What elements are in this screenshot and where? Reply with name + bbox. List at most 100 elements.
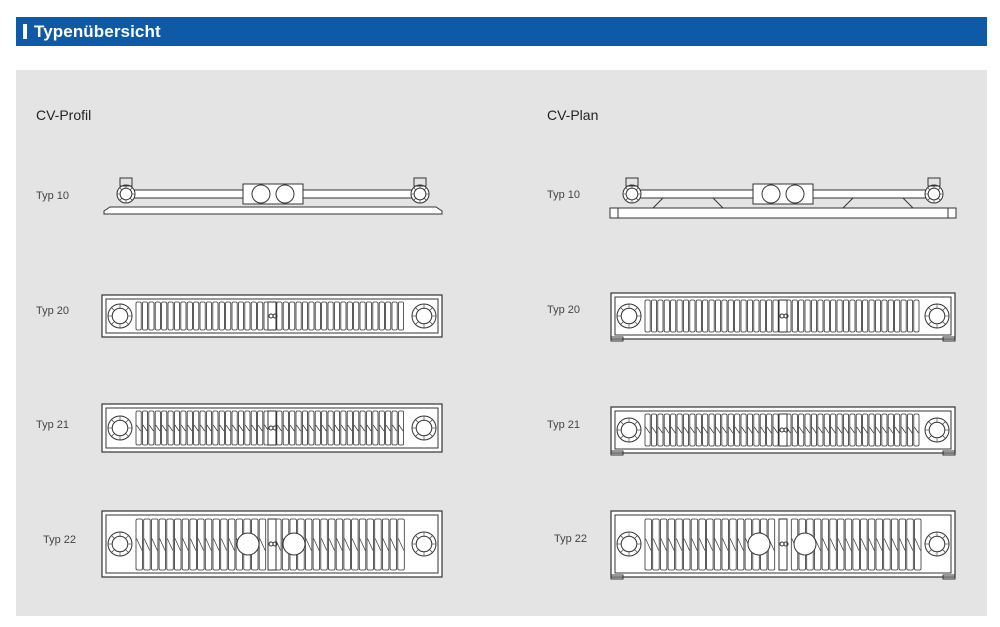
- valve-tick: [129, 197, 133, 201]
- convector-fin: [837, 518, 845, 571]
- fin-diagonal: [658, 426, 663, 434]
- convector-fin: [727, 299, 734, 333]
- center-bracket: [242, 183, 304, 205]
- convector-fin: [328, 518, 336, 571]
- convector-fin: [148, 410, 155, 446]
- convector-fin: [358, 518, 367, 571]
- fin-diagonal: [347, 424, 353, 432]
- convector-fin: [683, 518, 691, 571]
- convector-fin: [652, 518, 660, 571]
- convector-fin: [906, 299, 913, 333]
- fin-diagonal: [136, 424, 141, 432]
- fin-diagonal: [302, 424, 308, 432]
- connection-stub: [119, 177, 133, 187]
- convector-fin: [651, 413, 658, 447]
- convector-fin: [670, 299, 677, 333]
- convector-fin: [167, 301, 174, 331]
- fin-diagonal: [289, 424, 295, 432]
- convector-fin: [900, 299, 907, 333]
- convector-fin: [218, 301, 225, 331]
- convector-fin: [772, 299, 779, 333]
- valve-tick: [415, 535, 419, 539]
- convector-fin: [289, 410, 296, 446]
- convector-fin: [689, 413, 696, 447]
- convector-fin: [817, 413, 824, 447]
- center-screw: [272, 313, 278, 319]
- fin-diagonal: [390, 538, 397, 551]
- convector-fin: [836, 413, 843, 447]
- convector-fin: [727, 413, 734, 447]
- fin-diagonal: [670, 426, 676, 434]
- fin-diagonal: [709, 426, 714, 434]
- convector-fin: [142, 410, 149, 446]
- foot: [610, 336, 624, 342]
- radiator-diagram-profil-typ22: [100, 508, 444, 580]
- convector-fin: [301, 301, 308, 331]
- fin-diagonal: [728, 426, 734, 434]
- fin-diagonal: [397, 538, 405, 551]
- convector-fin: [706, 518, 714, 571]
- convector-fin: [353, 301, 360, 331]
- convector-fin: [736, 518, 745, 571]
- fin-diagonal: [829, 538, 837, 551]
- radiator-diagram-plan-typ20: [609, 290, 957, 342]
- fin-diagonal: [367, 538, 374, 551]
- convector-fin: [875, 518, 883, 571]
- valve-tick: [942, 321, 946, 325]
- fin-diagonal: [168, 424, 173, 432]
- valve-tick: [429, 321, 433, 325]
- valve-tick: [119, 187, 123, 191]
- convector-fin: [351, 518, 359, 571]
- fin-diagonal: [351, 538, 358, 551]
- fin-diagonal: [706, 538, 713, 551]
- valve-tick: [413, 187, 417, 191]
- panel-base: [103, 206, 443, 215]
- valve-tick: [942, 435, 946, 439]
- center-screw: [783, 541, 789, 547]
- fin-diagonal: [373, 424, 378, 432]
- convector-fin: [312, 518, 321, 571]
- convector-fin: [237, 410, 244, 446]
- convector-fin: [670, 413, 677, 447]
- convector-fin: [849, 299, 856, 333]
- convector-fin: [702, 299, 709, 333]
- valve-tick: [125, 419, 129, 423]
- center-divider: [778, 413, 788, 447]
- convector-fin: [148, 301, 155, 331]
- valve-tick: [125, 307, 129, 311]
- convector-fin: [810, 299, 817, 333]
- valve-tick: [415, 321, 419, 325]
- fin-diagonal: [888, 426, 894, 434]
- convector-fin: [791, 299, 798, 333]
- fin-diagonal: [334, 424, 340, 432]
- convector-fin: [174, 410, 181, 446]
- valve-tick: [635, 187, 639, 191]
- convector-fin: [167, 410, 174, 446]
- convector-fin: [772, 413, 779, 447]
- convector-fin: [708, 413, 715, 447]
- convector-fin: [346, 410, 353, 446]
- fin-diagonal: [151, 538, 158, 551]
- valve-tick: [111, 321, 115, 325]
- convector-fin: [231, 301, 238, 331]
- valve-tick: [620, 421, 624, 425]
- valve-tick: [620, 535, 624, 539]
- header-marker: [23, 24, 27, 39]
- fin-diagonal: [754, 426, 759, 434]
- convector-fin: [702, 413, 709, 447]
- convector-fin: [389, 518, 398, 571]
- convector-fin: [366, 518, 374, 571]
- convector-fin: [359, 301, 366, 331]
- radiator-diagram-plan-typ22: [609, 508, 957, 580]
- valve-tick: [415, 549, 419, 553]
- valve-connection-inner: [620, 307, 638, 325]
- fin-diagonal: [251, 424, 257, 432]
- convector-fin: [651, 299, 658, 333]
- valve-tick: [119, 197, 123, 201]
- convector-fin: [830, 413, 837, 447]
- valve-tick: [625, 187, 629, 191]
- fin-diagonal: [360, 424, 365, 432]
- fin-diagonal: [645, 538, 652, 551]
- panel-inner-frame: [614, 514, 952, 574]
- fin-diagonal: [696, 426, 702, 434]
